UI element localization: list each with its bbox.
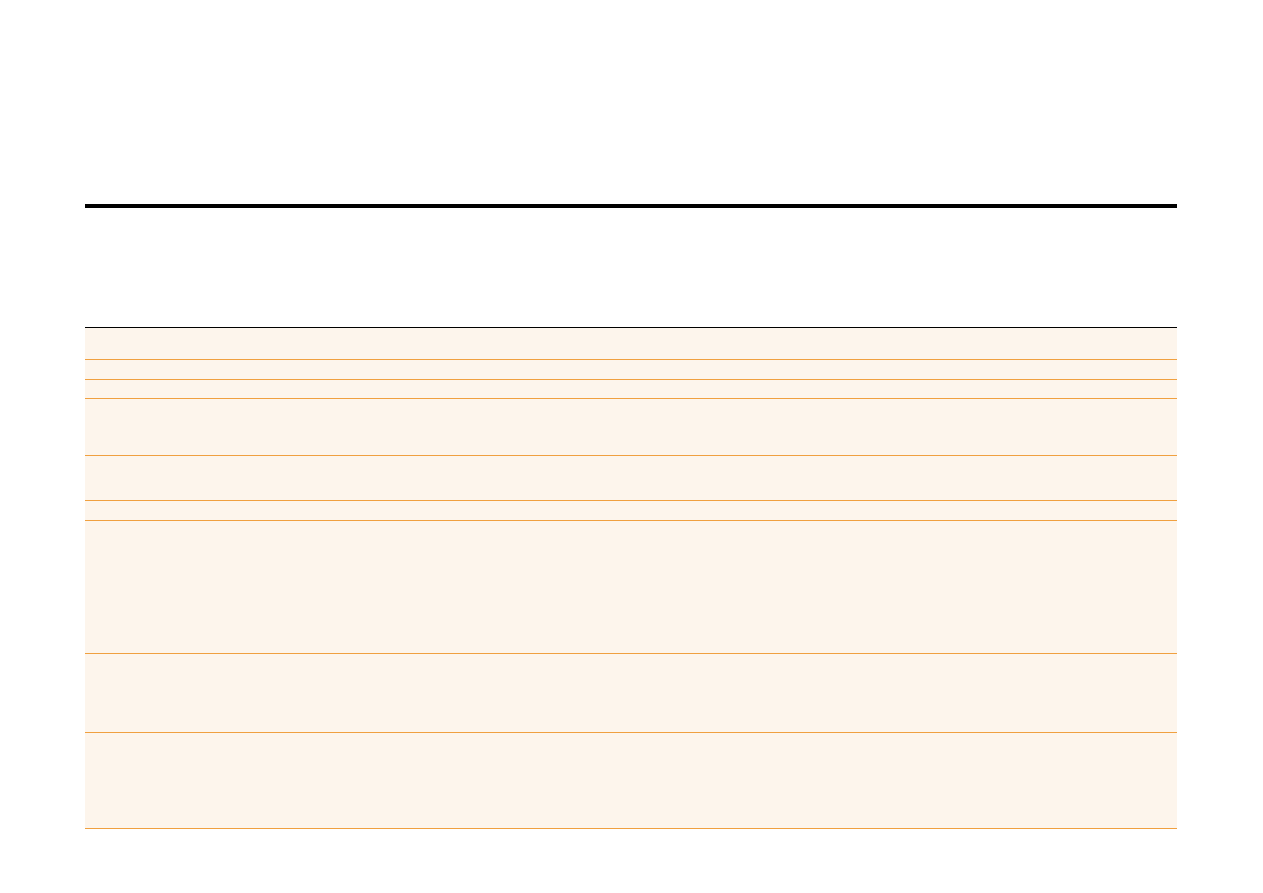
data-table	[85, 327, 1177, 829]
table-row	[85, 501, 1177, 521]
table-row	[85, 654, 1177, 733]
table-row	[85, 380, 1177, 399]
table-row	[85, 360, 1177, 380]
table-row	[85, 399, 1177, 456]
title-divider	[85, 204, 1177, 208]
table-row	[85, 521, 1177, 654]
table-row	[85, 328, 1177, 360]
table-row	[85, 733, 1177, 829]
table-row	[85, 456, 1177, 501]
